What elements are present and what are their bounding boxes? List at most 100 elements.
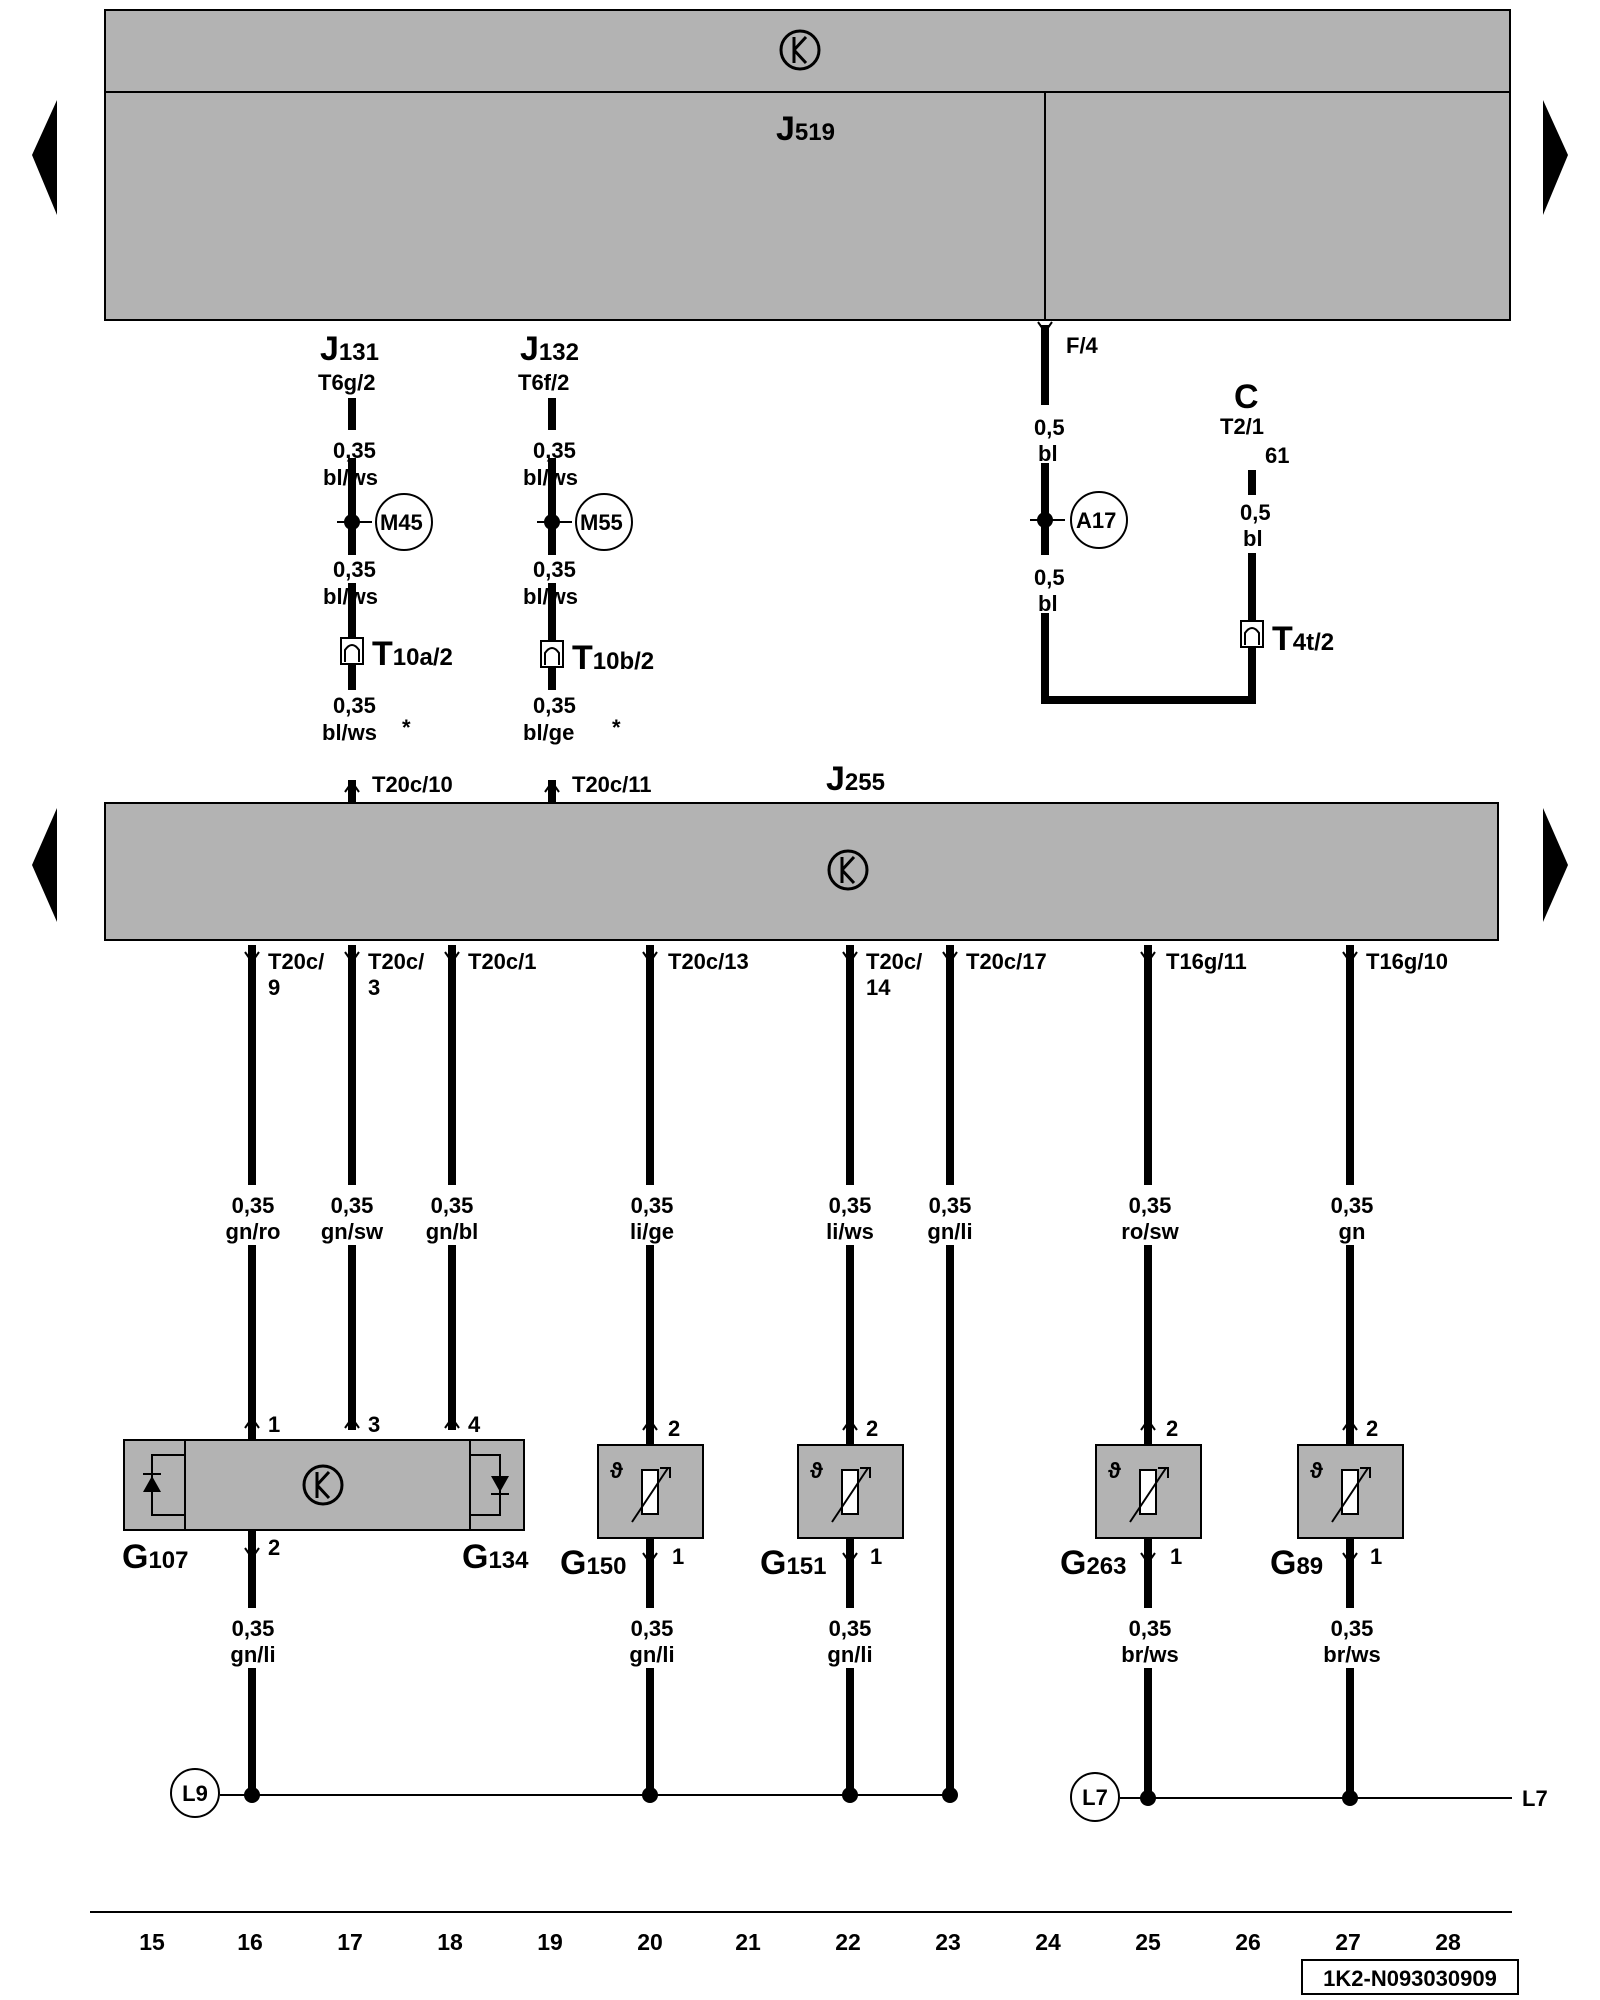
connector-label-c: C	[1234, 378, 1259, 416]
pin-label: F/4	[1066, 333, 1099, 358]
terminal-label: T20c/17	[966, 949, 1047, 974]
plug-label-t10b2: T10b/2	[572, 639, 654, 677]
column-number: 19	[537, 1929, 563, 1955]
wire-color: gn/li	[629, 1642, 674, 1667]
terminal-label: 14	[866, 975, 891, 1000]
temperature-sensor-icon: ϑ	[810, 1458, 871, 1523]
wire-labels-upper: 0,35 gn/ro 0,35 gn/sw 0,35 gn/bl 0,35 li…	[226, 1193, 1374, 1244]
plug-label-t10a2: T10a/2	[372, 635, 453, 673]
column-numbers: 15 16 17 18 19 20 21 22 23 24 25 26 27 2…	[139, 1929, 1461, 1955]
column-number: 20	[637, 1929, 663, 1955]
pin-number: 2	[268, 1535, 280, 1560]
pin-number: 61	[1265, 443, 1289, 468]
pin-number: 1	[268, 1412, 280, 1437]
module-j255: J255	[104, 760, 1499, 941]
left-arrow-icon[interactable]	[32, 808, 57, 922]
wire-size: 0,5	[1240, 500, 1271, 525]
wire-size: 0,35	[331, 1193, 374, 1218]
pin-number: 2	[1166, 1416, 1178, 1441]
wire-size: 0,35	[829, 1193, 872, 1218]
module-label-j255: J255	[826, 760, 885, 798]
junction-m55: M55	[537, 493, 633, 551]
column-number: 21	[735, 1929, 761, 1955]
drawing-id: 1K2-N093030909	[1323, 1966, 1497, 1991]
column-number: 27	[1335, 1929, 1361, 1955]
terminal-label: T20c/13	[668, 949, 749, 974]
connector-plug-icon	[540, 640, 564, 668]
lower-wires	[248, 945, 1354, 1795]
wire-size: 0,35	[232, 1193, 275, 1218]
drawing-id-box: 1K2-N093030909	[1301, 1959, 1519, 1995]
svg-text:ϑ: ϑ	[1310, 1458, 1323, 1483]
wire-color: bl/ws	[323, 584, 378, 609]
terminal-label: 3	[368, 975, 380, 1000]
svg-text:ϑ: ϑ	[810, 1458, 823, 1483]
wire-label-gaps	[240, 1185, 1364, 1668]
wire-color: bl/ws	[523, 465, 578, 490]
terminal-label: T20c/1	[468, 949, 537, 974]
column-number: 23	[935, 1929, 961, 1955]
wire-size: 0,35	[631, 1616, 674, 1641]
wire-color: gn/bl	[426, 1219, 479, 1244]
wire-size: 0,35	[533, 438, 576, 463]
ground-bus-l7: L7 L7	[1070, 1772, 1548, 1822]
connector-plug-icon	[1240, 620, 1264, 648]
temperature-sensor-icon: ϑ	[1108, 1458, 1169, 1523]
branch-j131: J131 T6g/2 0,35 bl/ws M45 0,35 bl/ws T10…	[318, 330, 453, 803]
wire-color: bl/ws	[323, 465, 378, 490]
column-number: 18	[437, 1929, 463, 1955]
sensor-g151: ϑ G151	[760, 1444, 904, 1582]
terminal-label: T20c/10	[372, 772, 453, 797]
component-g107-g134: G107 G134	[122, 1439, 529, 1576]
wire-size: 0,35	[1331, 1616, 1374, 1641]
wire-color: br/ws	[1121, 1642, 1178, 1667]
pin-label: T6f/2	[518, 370, 569, 395]
right-arrow-icon[interactable]	[1543, 808, 1568, 922]
component-label-g89: G89	[1270, 1544, 1323, 1582]
left-arrow-icon[interactable]	[32, 100, 57, 215]
junction-a17: A17	[1030, 491, 1128, 549]
pin-label: T2/1	[1220, 414, 1264, 439]
plug-label-t4t2: T4t/2	[1272, 620, 1334, 658]
svg-text:ϑ: ϑ	[610, 1458, 623, 1483]
pin-number: 1	[672, 1544, 684, 1569]
photodiode-icon	[470, 1454, 509, 1516]
wire-size: 0,35	[333, 557, 376, 582]
column-number: 16	[237, 1929, 263, 1955]
wire-color: br/ws	[1323, 1642, 1380, 1667]
photodiode-icon	[143, 1454, 185, 1516]
column-number: 17	[337, 1929, 363, 1955]
connector-plug-icon	[340, 637, 364, 665]
ground-label: L7	[1082, 1785, 1108, 1810]
terminal-labels: T20c/ 9 T20c/ 3 T20c/1 T20c/13 T20c/ 14 …	[268, 949, 1448, 1000]
wire-size: 0,35	[533, 693, 576, 718]
pin-number: 4	[468, 1412, 481, 1437]
wire-color: gn/sw	[321, 1219, 384, 1244]
component-label-g134: G134	[462, 1538, 529, 1576]
wire-color: li/ge	[630, 1219, 674, 1244]
right-arrow-icon[interactable]	[1543, 100, 1568, 215]
wire-size: 0,5	[1034, 565, 1065, 590]
junction-label: A17	[1076, 508, 1116, 533]
terminal-label: T16g/10	[1366, 949, 1448, 974]
connector-label-j131: J131	[320, 330, 379, 368]
module-label-j519: J519	[776, 110, 835, 148]
wire-size: 0,35	[1129, 1193, 1172, 1218]
wire-size: 0,35	[1129, 1616, 1172, 1641]
wire-labels-lower: 0,35 gn/li 0,35 gn/li 0,35 gn/li 0,35 br…	[230, 1616, 1380, 1667]
wire-size: 0,35	[232, 1616, 275, 1641]
wire-color: bl	[1038, 591, 1058, 616]
wire-color: gn/li	[230, 1642, 275, 1667]
wire-size: 0,35	[929, 1193, 972, 1218]
wire-size: 0,35	[829, 1616, 872, 1641]
terminal-label: T16g/11	[1166, 949, 1247, 974]
wire-color: gn	[1339, 1219, 1366, 1244]
component-label-g107: G107	[122, 1538, 189, 1576]
wire-size: 0,35	[333, 693, 376, 718]
junction-m45: M45	[337, 493, 433, 551]
pin-number: 2	[1366, 1416, 1378, 1441]
wire-color: ro/sw	[1121, 1219, 1179, 1244]
connector-label-j132: J132	[520, 330, 579, 368]
wire-color: gn/li	[927, 1219, 972, 1244]
